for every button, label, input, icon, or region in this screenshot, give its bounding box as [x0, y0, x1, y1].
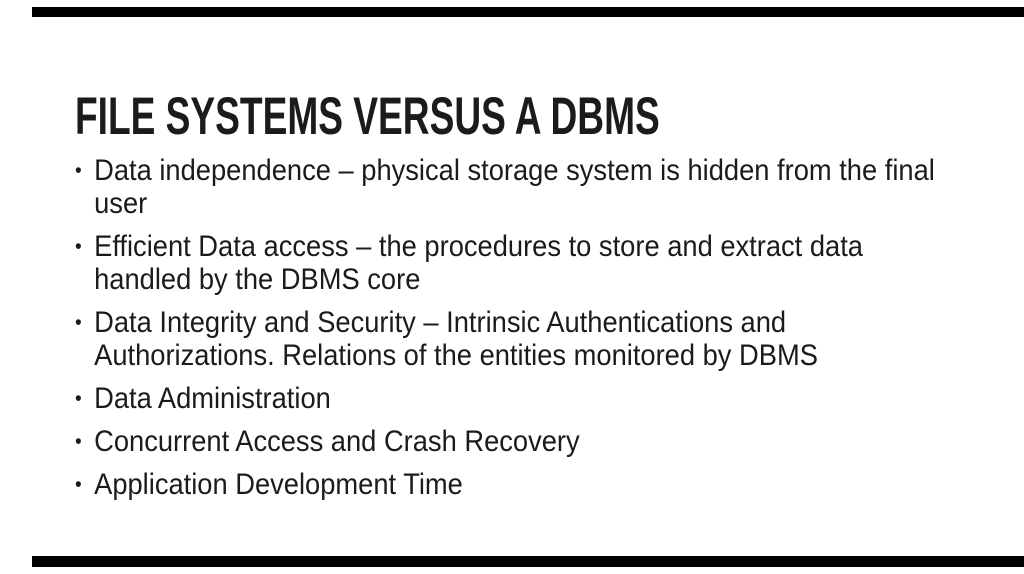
bullet-item-data-independence: • Data independence – physical storage s…: [75, 154, 985, 220]
bullet-item-concurrent-access: • Concurrent Access and Crash Recovery: [75, 425, 985, 458]
bullet-item-efficient-data-access: • Efficient Data access – the procedures…: [75, 230, 985, 296]
bullet-marker: •: [75, 311, 82, 334]
bullet-item-integrity-security: • Data Integrity and Security – Intrinsi…: [75, 306, 985, 372]
bullet-text: Data Integrity and Security – Intrinsic …: [94, 306, 985, 372]
bullet-marker: •: [75, 473, 82, 496]
bullet-text: Efficient Data access – the procedures t…: [94, 230, 985, 296]
bottom-letterbox-bar: [32, 556, 1024, 567]
bullet-line: Data independence – physical storage sys…: [94, 154, 935, 187]
bullet-text: Concurrent Access and Crash Recovery: [94, 425, 985, 458]
bullet-line: Efficient Data access – the procedures t…: [94, 230, 863, 263]
bullet-text: Data independence – physical storage sys…: [94, 154, 985, 220]
top-letterbox-bar: [32, 7, 1024, 17]
bullet-list: • Data independence – physical storage s…: [75, 154, 985, 501]
bullet-line: Application Development Time: [94, 468, 463, 501]
bullet-marker: •: [75, 159, 82, 182]
bullet-marker: •: [75, 235, 82, 258]
bullet-text: Data Administration: [94, 382, 985, 415]
bullet-line: Concurrent Access and Crash Recovery: [94, 425, 580, 458]
bullet-line: user: [94, 187, 148, 220]
bullet-line: handled by the DBMS core: [94, 263, 421, 296]
bullet-item-data-administration: • Data Administration: [75, 382, 985, 415]
slide-title: FILE SYSTEMS VERSUS A DBMS: [75, 86, 660, 146]
bullet-item-app-development-time: • Application Development Time: [75, 468, 985, 501]
bullet-line: Data Integrity and Security – Intrinsic …: [94, 306, 787, 339]
bullet-text: Application Development Time: [94, 468, 985, 501]
bullet-marker: •: [75, 430, 82, 453]
bullet-line: Authorizations. Relations of the entitie…: [94, 339, 818, 372]
bullet-line: Data Administration: [94, 382, 331, 415]
bullet-marker: •: [75, 387, 82, 410]
